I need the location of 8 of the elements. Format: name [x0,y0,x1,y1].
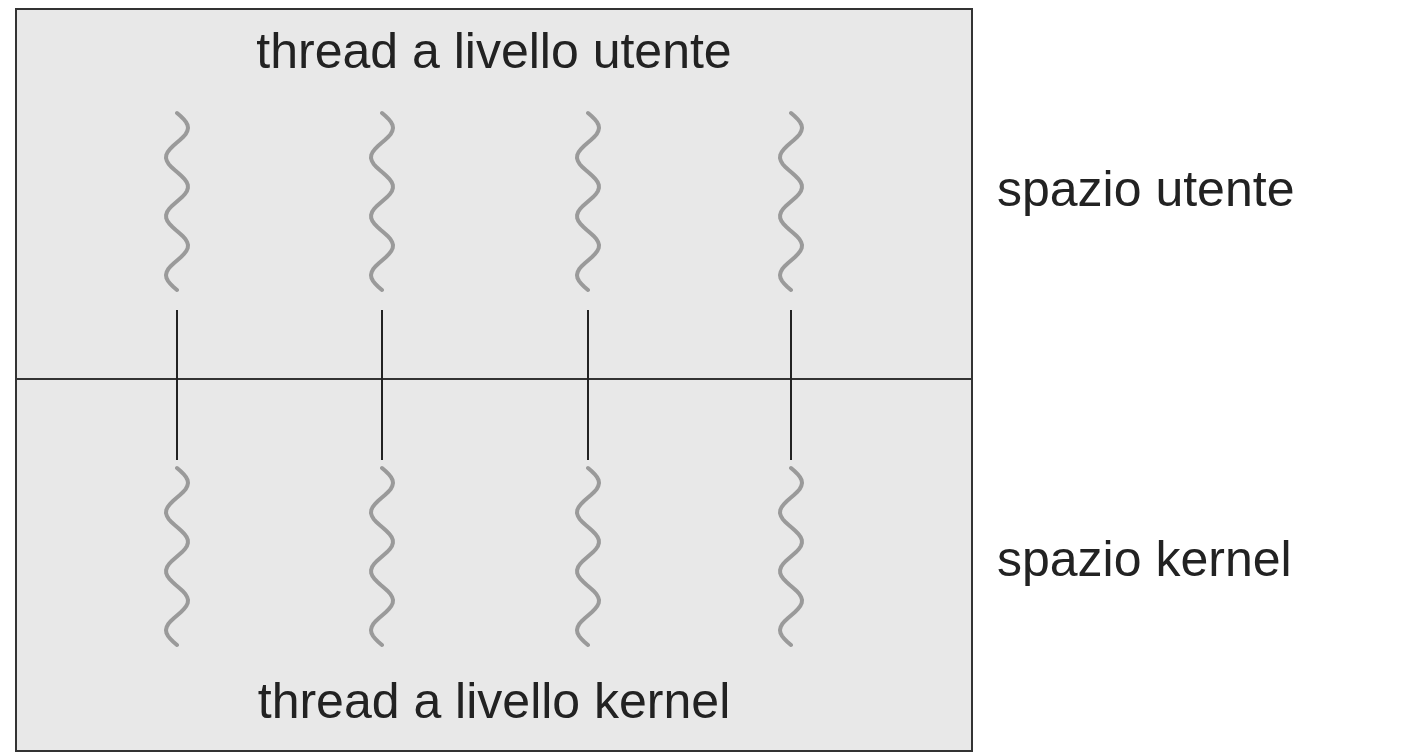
connector-line [176,309,178,461]
band-heading: thread a livello utente [255,22,733,80]
band-heading: thread a livello kernel [256,672,732,730]
connector-line [587,309,589,461]
connector-line [790,309,792,461]
space-label: spazio utente [997,160,1295,218]
connector-line [381,309,383,461]
space-label: spazio kernel [997,530,1292,588]
